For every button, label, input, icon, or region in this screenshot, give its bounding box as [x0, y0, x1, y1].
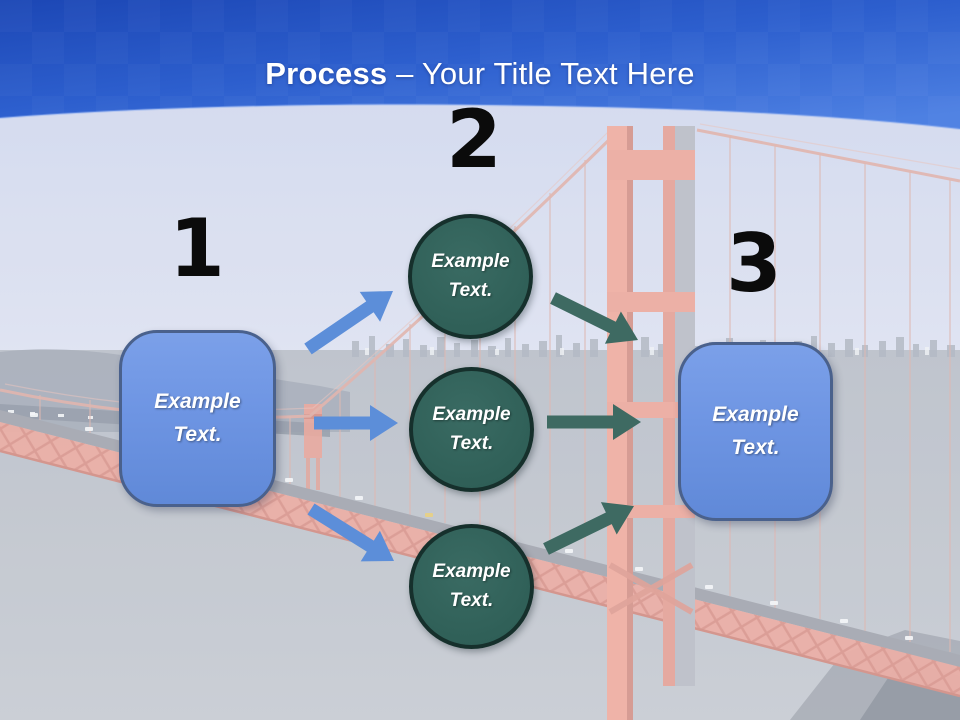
step2-circle-3: Example Text. — [409, 524, 534, 649]
slide-title-separator: – — [387, 56, 422, 91]
step-number-1: 1 — [169, 202, 225, 295]
slide-title-rest: Your Title Text Here — [421, 56, 695, 91]
step2-circle-2: Example Text. — [409, 367, 534, 492]
header-band — [0, 0, 960, 130]
step3-box: Example Text. — [678, 342, 833, 521]
step2-circle-1-label: Example Text. — [431, 251, 510, 301]
step3-box-label: Example Text. — [712, 402, 799, 459]
step-number-3: 3 — [726, 217, 782, 310]
slide-title: Process – Your Title Text Here — [0, 56, 960, 92]
step-number-2: 2 — [446, 93, 502, 186]
step1-box: Example Text. — [119, 330, 276, 507]
step1-box-label: Example Text. — [154, 389, 241, 446]
slide-title-bold: Process — [265, 56, 388, 91]
step2-circle-3-label: Example Text. — [432, 561, 511, 611]
step2-circle-1: Example Text. — [408, 214, 533, 339]
step2-circle-2-label: Example Text. — [432, 404, 511, 454]
